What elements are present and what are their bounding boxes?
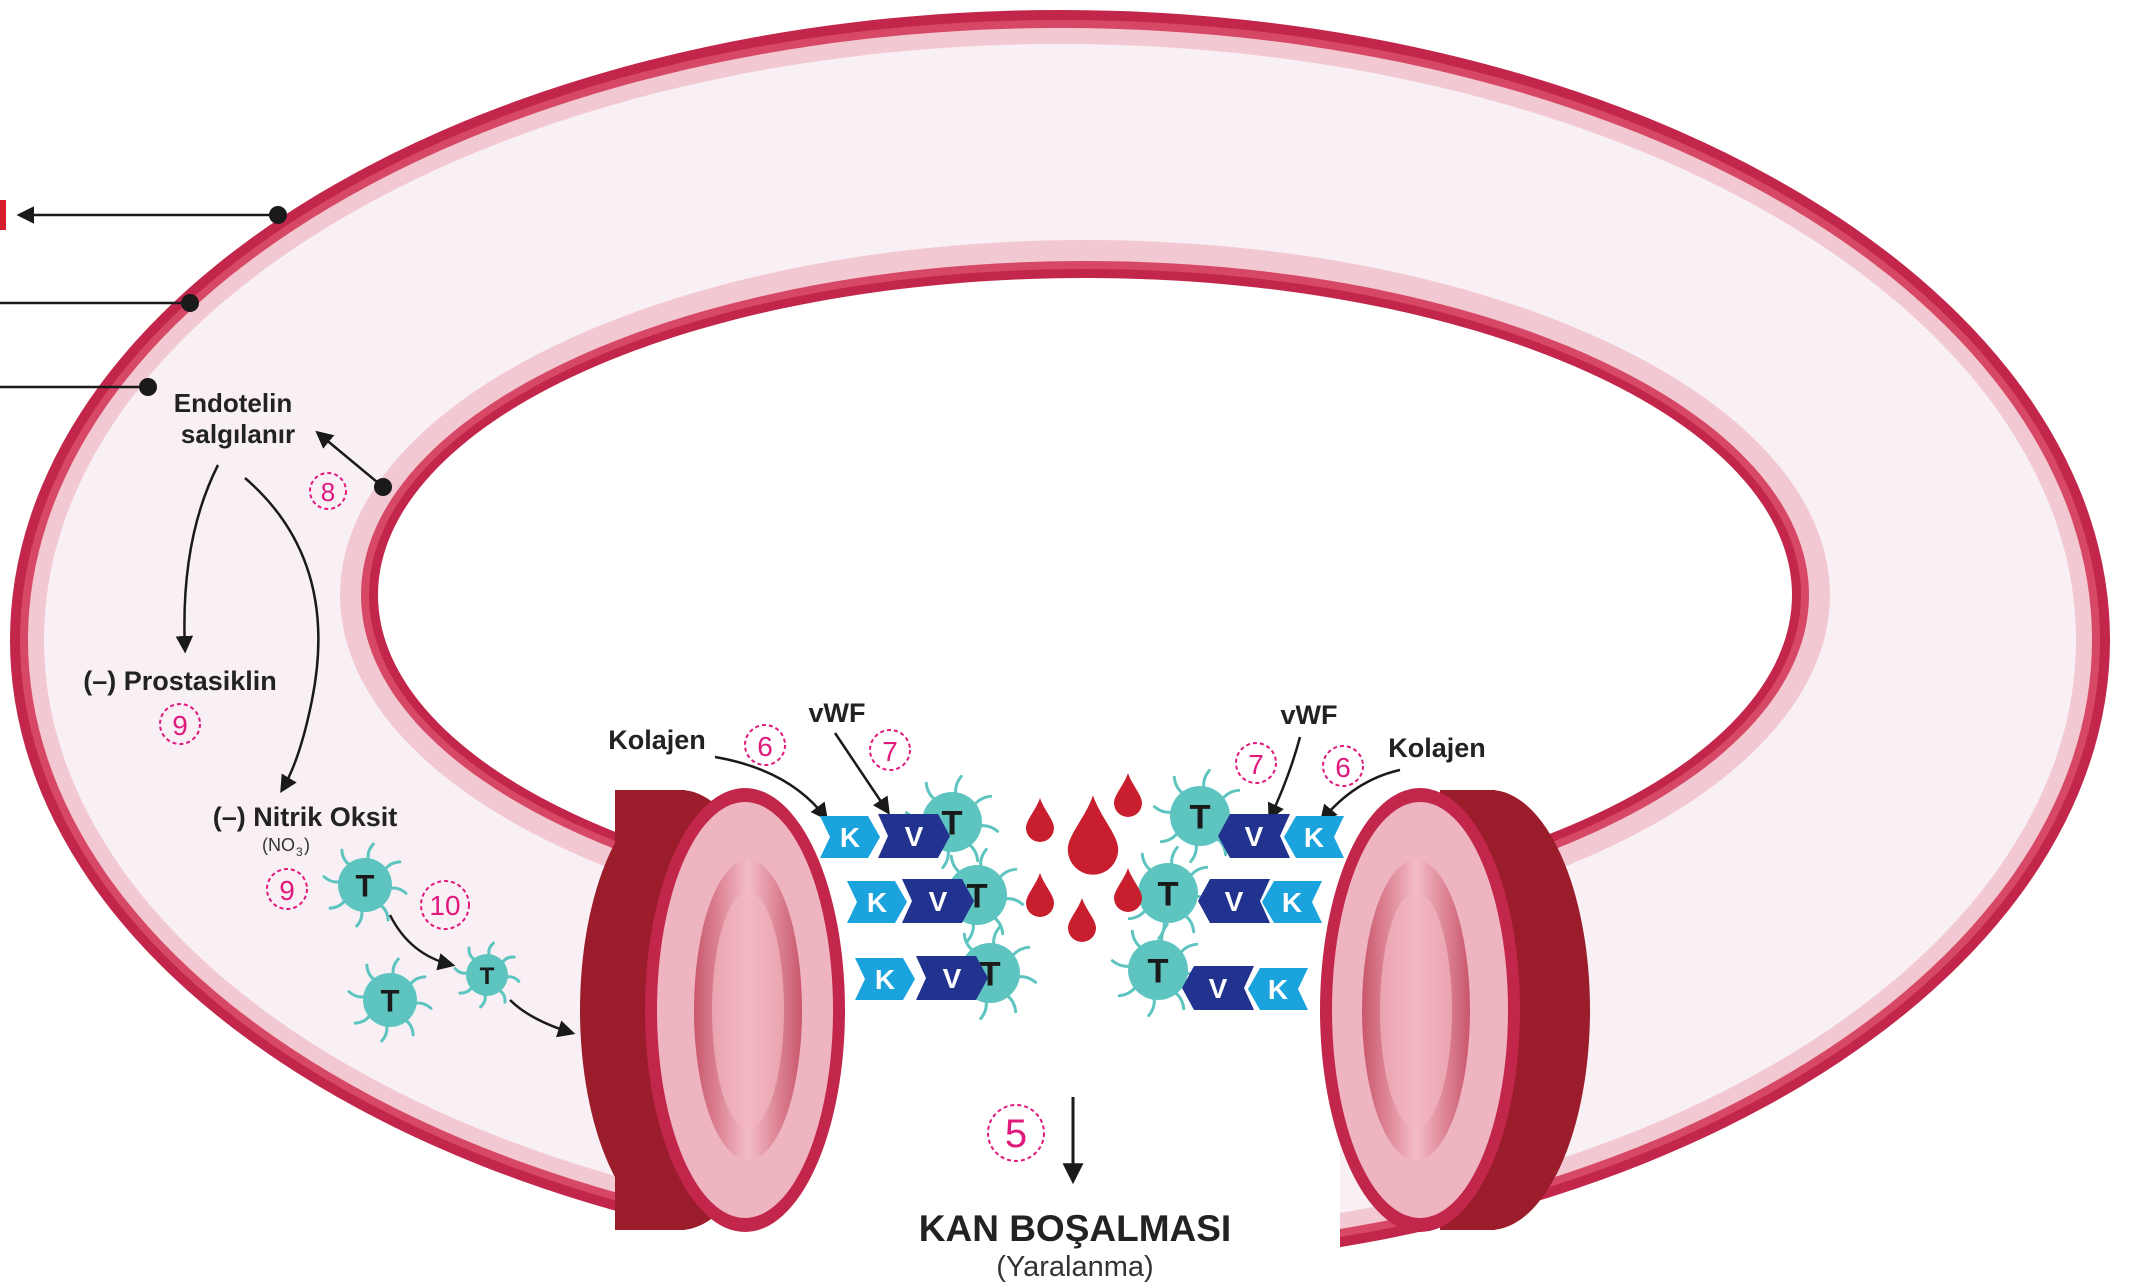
no3-close: ) bbox=[304, 835, 310, 855]
marker-5: 5 bbox=[1005, 1112, 1027, 1156]
pointer-dot-middle bbox=[181, 294, 199, 312]
collagen-left-2-letter: K bbox=[867, 887, 887, 918]
kolajen-right-label: Kolajen bbox=[1388, 733, 1486, 763]
vwf-left-2: V bbox=[902, 879, 974, 923]
vwf-left-3: V bbox=[916, 956, 988, 1000]
endotelin-label-2: salgılanır bbox=[181, 419, 295, 449]
marker-6-right: 6 bbox=[1335, 752, 1351, 783]
vwf-left-3-letter: V bbox=[943, 963, 962, 994]
vwf-right-1-letter: V bbox=[1245, 821, 1264, 852]
nitrik-oksit-label: (–) Nitrik Oksit bbox=[213, 802, 398, 832]
vessel-cut-end-right bbox=[1320, 788, 1590, 1232]
platelet-letter: T bbox=[1147, 953, 1168, 991]
marker-7-right: 7 bbox=[1248, 749, 1264, 780]
vwf-right-2: V bbox=[1198, 879, 1270, 923]
marker-10: 10 bbox=[429, 890, 460, 921]
endotelin-label-1: Endotelin bbox=[174, 388, 292, 418]
pointer-dot-top bbox=[269, 206, 287, 224]
vessel-cut-end-left bbox=[580, 788, 845, 1232]
vwf-right-3: V bbox=[1182, 966, 1254, 1010]
prostasiklin-label: (–) Prostasiklin bbox=[83, 666, 277, 696]
collagen-right-3-letter: K bbox=[1268, 974, 1288, 1005]
platelet-letter: T bbox=[356, 868, 375, 903]
no3-subscript: 3 bbox=[296, 845, 303, 859]
blood-vessel bbox=[10, 10, 2110, 1282]
platelet-letter: T bbox=[381, 983, 400, 1018]
pointer-edge-tick bbox=[0, 200, 6, 230]
yaralanma-label: (Yaralanma) bbox=[996, 1251, 1153, 1282]
collagen-right-2-letter: K bbox=[1282, 887, 1302, 918]
vwf-right-1: V bbox=[1218, 814, 1290, 858]
marker-8: 8 bbox=[321, 477, 335, 507]
kolajen-left-label: Kolajen bbox=[608, 725, 706, 755]
platelet-letter: T bbox=[480, 963, 495, 990]
collagen-right-1-letter: K bbox=[1304, 822, 1324, 853]
vwf-left-1-letter: V bbox=[905, 821, 924, 852]
vwf-right-label: vWF bbox=[1281, 700, 1338, 730]
kan-bosalmasi-label: KAN BOŞALMASI bbox=[919, 1208, 1231, 1249]
vwf-left-2-letter: V bbox=[929, 886, 948, 917]
vwf-right-3-letter: V bbox=[1209, 973, 1228, 1004]
vwf-left-label: vWF bbox=[809, 698, 866, 728]
marker-9-prostasiklin: 9 bbox=[172, 710, 188, 741]
collagen-left-3-letter: K bbox=[875, 964, 895, 995]
platelet-letter: T bbox=[1189, 799, 1210, 837]
vwf-right-2-letter: V bbox=[1225, 886, 1244, 917]
collagen-left-1-letter: K bbox=[840, 822, 860, 853]
pointer-dot-bottom bbox=[139, 378, 157, 396]
platelet-letter: T bbox=[1157, 876, 1178, 914]
marker-9-nitrik: 9 bbox=[279, 875, 295, 906]
marker-6-left: 6 bbox=[757, 731, 773, 762]
vwf-left-1: V bbox=[878, 814, 950, 858]
no3-label: (NO bbox=[262, 835, 295, 855]
marker-7-left: 7 bbox=[882, 736, 898, 767]
